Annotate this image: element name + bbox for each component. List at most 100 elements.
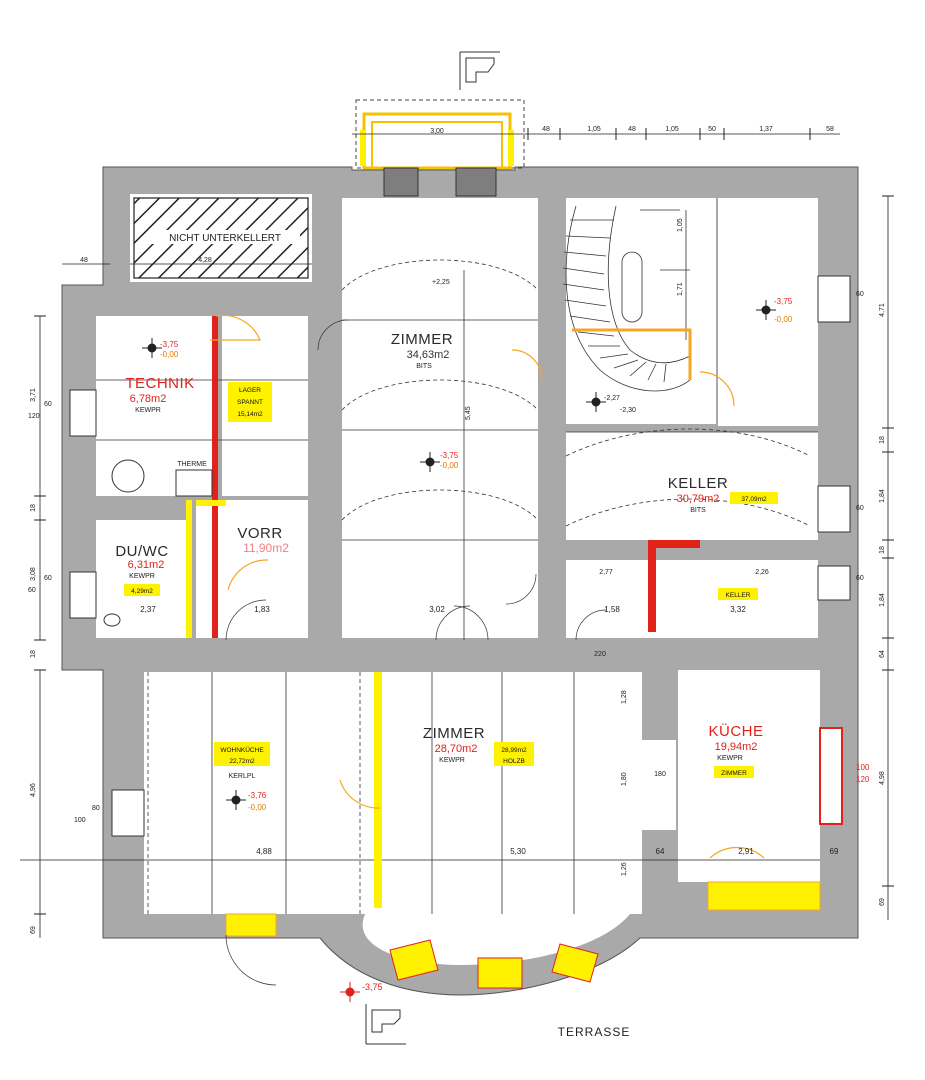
therme-box — [175, 469, 213, 497]
round-tank — [111, 459, 145, 493]
dim-right-6: 64 — [879, 650, 886, 658]
window-label: 120 — [28, 413, 40, 420]
dim-top-2: 1,05 — [587, 126, 601, 133]
level-right-top: -3,75 — [774, 297, 793, 306]
dim-right-3: 1,84 — [879, 489, 886, 503]
dim-top-5: 50 — [708, 126, 716, 133]
stair-highlight — [572, 328, 692, 380]
dim-k-side3: 1,26 — [621, 862, 628, 876]
room-dim-keller-small: 3,32 — [730, 605, 746, 614]
dim-small-top: 4,28 — [198, 257, 212, 264]
window-label: 60 — [28, 587, 36, 594]
window-label: 80 — [92, 805, 100, 812]
dim-right-1: 4,71 — [879, 303, 886, 317]
level-top-center: +2,25 — [432, 279, 450, 286]
dim-top-3: 48 — [628, 126, 636, 133]
dim-right-2: 18 — [879, 436, 886, 444]
level-zimmer-mid: -3,75 — [440, 451, 459, 460]
dim-wohn: 4,88 — [256, 847, 272, 856]
level-markers — [142, 300, 776, 1002]
window-label: 120 — [856, 775, 870, 784]
window-label: 60 — [44, 575, 52, 582]
room-area-duwc: 6,31m2 — [128, 559, 165, 571]
dim-top-well: 3,00 — [430, 128, 444, 135]
room-note-zimmer-top: BITS — [416, 363, 432, 370]
kueche-highlight — [714, 766, 754, 778]
entrance-marker-bottom — [365, 1004, 406, 1045]
room-note-duwc: KEWPR — [129, 573, 155, 580]
room-note-keller-big: BITS — [690, 507, 706, 514]
lager-highlight — [228, 382, 272, 422]
window-marks — [69, 275, 851, 837]
unexcavated-label: NICHT UNTERKELLERT — [169, 233, 281, 244]
level-wohnkueche-2: -0,00 — [248, 803, 267, 812]
keller-highlight — [730, 492, 778, 504]
room-note-wohnkueche: KERLPL — [229, 773, 256, 780]
demolition-and-new-walls — [186, 316, 821, 989]
room-line2-lager: SPANNT — [237, 399, 263, 406]
room-line2-kueche: ZIMMER — [721, 770, 747, 777]
dim-mid-right: 1,58 — [604, 605, 620, 614]
dim-right-4: 18 — [879, 546, 886, 554]
dim-stair-top: 1,05 — [677, 218, 684, 232]
dim-keller-small-left: 2,77 — [599, 569, 613, 576]
level-zimmer-mid-2: -0,00 — [440, 461, 459, 470]
dim-mid: 3,02 — [429, 605, 445, 614]
zimmer-bottom-highlight — [494, 742, 534, 766]
dim-top-7: 58 — [826, 126, 834, 133]
door-180: 180 — [654, 771, 666, 778]
room-area-technik: 6,78m2 — [130, 393, 167, 405]
room-name-zimmer-bottom: ZIMMER — [423, 725, 485, 742]
window-label: 60 — [856, 291, 864, 298]
outer-walls — [61, 166, 859, 996]
room-name-zimmer-top: ZIMMER — [391, 331, 453, 348]
keller-small-highlight — [718, 588, 758, 600]
dim-left-3: 3,08 — [30, 567, 37, 581]
level-technik-2: -0,00 — [160, 350, 179, 359]
room-note-kueche: KEWPR — [717, 755, 743, 762]
room-name-lager: LAGER — [239, 387, 261, 394]
right-dimension-line: 4,71 18 1,84 18 1,84 64 4,98 69 — [879, 195, 894, 920]
terrace-label: TERRASSE — [558, 1025, 631, 1039]
dim-right-5: 1,84 — [879, 593, 886, 607]
wohnkueche-highlight — [214, 742, 270, 766]
level-stair: -2,27 — [604, 395, 620, 402]
room-name-technik: TECHNIK — [125, 375, 194, 392]
room-name-keller-small: KELLER — [726, 592, 751, 599]
level-right-top-2: -0,00 — [774, 315, 793, 324]
dim-k-side: 1,28 — [621, 690, 628, 704]
left-dimension-line: 3,71 18 3,08 18 4,96 69 48 4,28 — [20, 257, 820, 938]
room-area2-zimmer-bottom: 28,99m2 — [501, 747, 527, 754]
room-area-keller-big: 30,79m2 — [677, 493, 720, 505]
window-label: 60 — [856, 575, 864, 582]
dim-keller-small-width: 2,26 — [755, 569, 769, 576]
dim-kueche-69: 69 — [830, 847, 839, 856]
dim-left-1: 3,71 — [30, 388, 37, 402]
dim-top-1: 48 — [542, 126, 550, 133]
room-area-vorr: 11,90m2 — [243, 541, 289, 555]
level-wohnkueche: -3,76 — [248, 791, 267, 800]
window-label: 100 — [74, 817, 86, 824]
room-area-zimmer-top: 34,63m2 — [407, 349, 450, 361]
room-name-vorr: VORR — [237, 525, 282, 542]
interior-lines — [96, 259, 818, 914]
door-220: 220 — [594, 651, 606, 658]
dim-vorr: 1,83 — [254, 605, 270, 614]
dim-k-side2: 1,80 — [621, 772, 628, 786]
room-name-keller-big: KELLER — [668, 475, 729, 492]
room-area-zimmer-bottom: 28,70m2 — [435, 743, 478, 755]
toilet-icon — [103, 613, 121, 627]
top-dimension-line: 48 1,05 48 1,05 50 1,37 58 — [352, 126, 840, 140]
room-area2-keller-big: 37,09m2 — [741, 496, 767, 503]
room-line2-zimmer-bottom: HOLZB — [503, 758, 525, 765]
room-name-kueche: KÜCHE — [708, 722, 763, 740]
therme-label: THERME — [177, 461, 207, 468]
dim-right-8: 69 — [879, 898, 886, 906]
dim-right-7: 4,98 — [879, 771, 886, 785]
dim-left-5: 4,96 — [30, 783, 37, 797]
level-technik: -3,75 — [160, 340, 179, 349]
room-area-kueche: 19,94m2 — [715, 741, 758, 753]
window-label: 60 — [44, 401, 52, 408]
door-swings — [225, 319, 607, 986]
